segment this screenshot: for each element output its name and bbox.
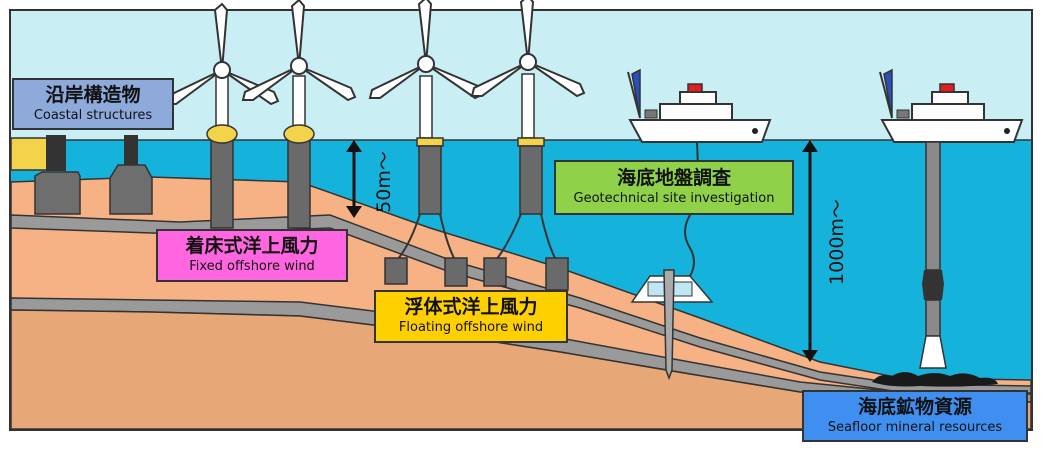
- label-floating-jp: 浮体式洋上風力: [404, 296, 538, 318]
- riser-pump: [922, 270, 944, 300]
- riser-pipe-upper: [925, 141, 941, 271]
- drill-rod: [663, 269, 675, 381]
- riser-collector: [919, 335, 947, 369]
- mineral-nodules: [872, 372, 998, 387]
- label-fixed-en: Fixed offshore wind: [189, 258, 315, 274]
- coastal-block-yellow: [10, 137, 48, 171]
- depth-arrow-1000m: [802, 140, 818, 362]
- label-seafloor-minerals: 海底鉱物資源 Seafloor mineral resources: [802, 390, 1028, 442]
- riser-pipe-lower: [925, 299, 941, 337]
- coastal-wall: [46, 135, 66, 171]
- caisson-right: [109, 164, 153, 215]
- label-floating-en: Floating offshore wind: [398, 319, 544, 335]
- label-geotech-jp: 海底地盤調査: [616, 167, 731, 189]
- fixed-turbine-2: [242, 0, 356, 229]
- fixed-turbine-1: [165, 3, 279, 229]
- label-geotech-en: Geotechnical site investigation: [573, 190, 775, 206]
- caisson-right-top: [124, 135, 138, 165]
- label-mineral-en: Seafloor mineral resources: [827, 419, 1003, 435]
- depth-arrow-50m: [346, 140, 362, 218]
- label-floating-offshore-wind: 浮体式洋上風力 Floating offshore wind: [374, 290, 568, 343]
- label-coastal-jp: 沿岸構造物: [45, 84, 141, 106]
- label-mineral-jp: 海底鉱物資源: [857, 396, 972, 418]
- floating-turbine-2: [471, 0, 585, 291]
- depth-label-1000m: 1000m～: [826, 199, 848, 285]
- caisson-left: [34, 171, 81, 215]
- label-geotechnical-investigation: 海底地盤調査 Geotechnical site investigation: [554, 160, 794, 215]
- label-coastal-en: Coastal structures: [33, 107, 153, 123]
- label-coastal-structures: 沿岸構造物 Coastal structures: [12, 78, 174, 130]
- label-fixed-offshore-wind: 着床式洋上風力 Fixed offshore wind: [156, 229, 348, 282]
- label-fixed-jp: 着床式洋上風力: [185, 235, 319, 257]
- floating-turbine-1: [369, 0, 483, 287]
- depth-label-50m: 50m～: [373, 151, 395, 213]
